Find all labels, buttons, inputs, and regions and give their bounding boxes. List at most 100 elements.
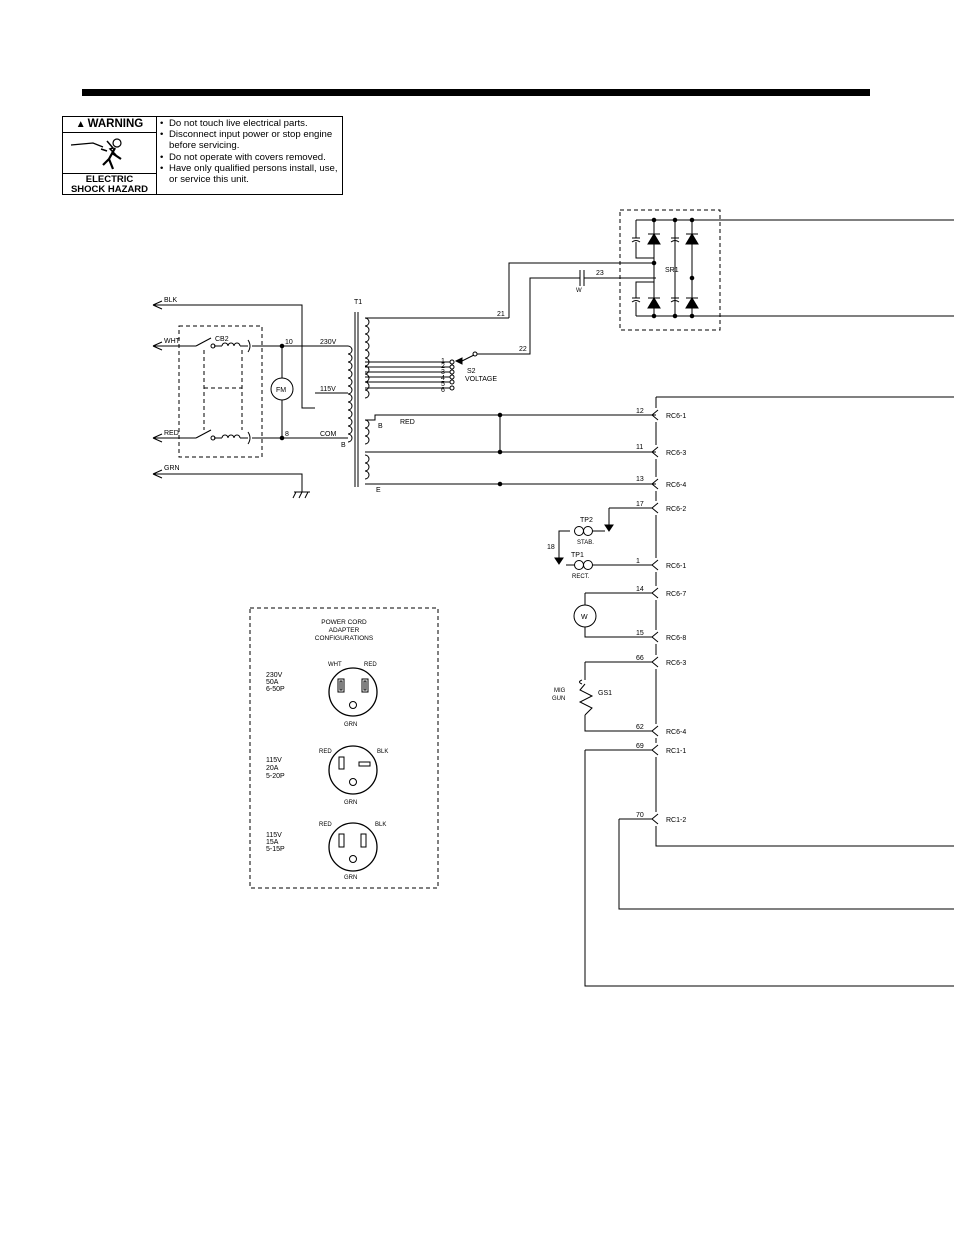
plug-5-15p: 115V 15A 5-15P RED BLK GRN — [266, 822, 386, 881]
pin-label: RC6-8 — [666, 635, 686, 642]
connector-bus — [655, 396, 954, 847]
capacitor-label: W — [576, 288, 582, 294]
switch-tap: 2 — [441, 363, 445, 370]
wire-number: 13 — [636, 476, 644, 483]
wire-8-label: 8 — [285, 431, 289, 438]
config-amps: 20A — [266, 765, 279, 772]
wire-number: 70 — [636, 812, 644, 819]
pin-label: RC6-4 — [666, 482, 686, 489]
grn-label: GRN — [164, 465, 180, 472]
config-amps: 15A — [266, 839, 279, 846]
adapter-configurations: POWER CORD ADAPTER CONFIGURATIONS 230V 5… — [249, 607, 439, 889]
wire-21-label: 21 — [497, 311, 505, 318]
wire-number: 62 — [636, 724, 644, 731]
wht-label: WHT — [164, 338, 181, 345]
red-label: RED — [164, 430, 179, 437]
rectifier-box — [619, 209, 721, 331]
warning-title: ▲WARNING — [63, 117, 156, 133]
pin-label: RC6-7 — [666, 591, 686, 598]
connector-rc6-3a: 11 RC6-3 — [636, 444, 686, 458]
tap-com: COM — [320, 431, 337, 438]
switch-tap: 3 — [441, 369, 445, 376]
voltage-switch-s2: 1 2 3 4 5 6 S2 VOLTAGE 22 21 — [441, 277, 580, 394]
config-plug: 6-50P — [266, 686, 285, 693]
breaker-mechanical-link — [203, 350, 243, 430]
transformer-core — [354, 312, 359, 487]
pin-label: RC6-2 — [666, 506, 686, 513]
pin-label: RC6-1 — [666, 413, 686, 420]
test-points: TP2 STAB. TP1 RECT. 18 — [547, 517, 605, 580]
wire-18-label: 18 — [547, 544, 555, 551]
wire-number: 66 — [636, 655, 644, 662]
tap-230v: 230V — [320, 339, 337, 346]
breaker-box — [178, 325, 263, 458]
warning-item: Disconnect input power or stop engine be… — [159, 129, 343, 151]
plug-6-50p: 230V 50A 6-50P WHT RED GRN — [266, 662, 378, 728]
warning-triangle-icon: ▲ — [75, 119, 86, 130]
warning-item: Have only qualified persons install, use… — [159, 163, 343, 185]
ground-icon — [292, 491, 310, 499]
connector-rc6-1a: 12 RC6-1 — [618, 408, 686, 421]
config-right: BLK — [375, 822, 386, 828]
switch-function: VOLTAGE — [465, 376, 497, 383]
config-left: WHT — [328, 662, 342, 668]
secondary-winding-aux2 — [364, 454, 370, 480]
tap-com-b: B — [341, 442, 346, 449]
warning-title-text: WARNING — [87, 118, 144, 130]
adapter-box — [249, 607, 439, 889]
config-left: RED — [319, 749, 332, 755]
breaker-label: CB2 — [215, 336, 229, 343]
adapter-title-3: CONFIGURATIONS — [315, 635, 374, 642]
config-voltage: 115V — [266, 757, 282, 764]
connector-rc1-2: 70 RC1-2 — [618, 812, 954, 910]
tp2-icon — [574, 526, 584, 536]
gun-line1: MIG — [554, 688, 566, 694]
connector-pins: 12 RC6-1 11 RC6-3 13 RC6-4 17 RC6-2 1 RC… — [552, 408, 954, 987]
diode-icon — [647, 233, 699, 245]
tp1-icon — [574, 560, 584, 570]
receptacle-icon — [328, 822, 378, 872]
gun-switch-icon — [578, 679, 594, 716]
warning-list: Do not touch live electrical parts. Disc… — [159, 118, 343, 185]
config-plug: 5-20P — [266, 773, 285, 780]
tp1-label: TP1 — [571, 552, 584, 559]
tap-b: B — [378, 423, 383, 430]
config-ground: GRN — [344, 800, 357, 806]
wire-22-label: 22 — [519, 346, 527, 353]
wire-number: 1 — [636, 558, 640, 565]
switch-label: S2 — [467, 368, 476, 375]
motor-label: W — [581, 614, 588, 621]
breaker-coil — [221, 434, 241, 439]
breaker-contacts — [195, 337, 222, 439]
transformer-label: T1 — [354, 299, 362, 306]
wire-number: 17 — [636, 501, 644, 508]
input-section: BLK WHT RED GRN CB2 10 8 FM — [152, 297, 348, 499]
tap-red: RED — [400, 419, 415, 426]
adapter-title-1: POWER CORD — [321, 619, 367, 626]
pin-label: RC1-1 — [666, 748, 686, 755]
electric-shock-icon — [63, 133, 156, 173]
connector-rc6-3b: 66 RC6-3 62 RC6-4 GS1 MIG GUN — [552, 655, 686, 737]
config-left: RED — [319, 822, 332, 828]
pin-label: RC6-3 — [666, 660, 686, 667]
config-right: RED — [364, 662, 377, 668]
breaker-coil — [221, 342, 241, 347]
wire-number: 15 — [636, 630, 644, 637]
secondary-winding-aux1 — [364, 419, 370, 445]
wire-feed-motor-icon — [573, 604, 597, 628]
pin-label: RC1-2 — [666, 817, 686, 824]
switch-tap: 6 — [441, 387, 445, 394]
wire-23-label: 23 — [596, 270, 604, 277]
plug-5-20p: 115V 20A 5-20P RED BLK GRN — [266, 745, 388, 806]
adapter-title-2: ADAPTER — [329, 627, 360, 634]
warning-item: Do not operate with covers removed. — [159, 152, 343, 163]
config-ground: GRN — [344, 722, 357, 728]
config-ground: GRN — [344, 875, 357, 881]
capacitor-icon — [579, 270, 585, 286]
gun-line2: GUN — [552, 696, 565, 702]
wire-number: 12 — [636, 408, 644, 415]
